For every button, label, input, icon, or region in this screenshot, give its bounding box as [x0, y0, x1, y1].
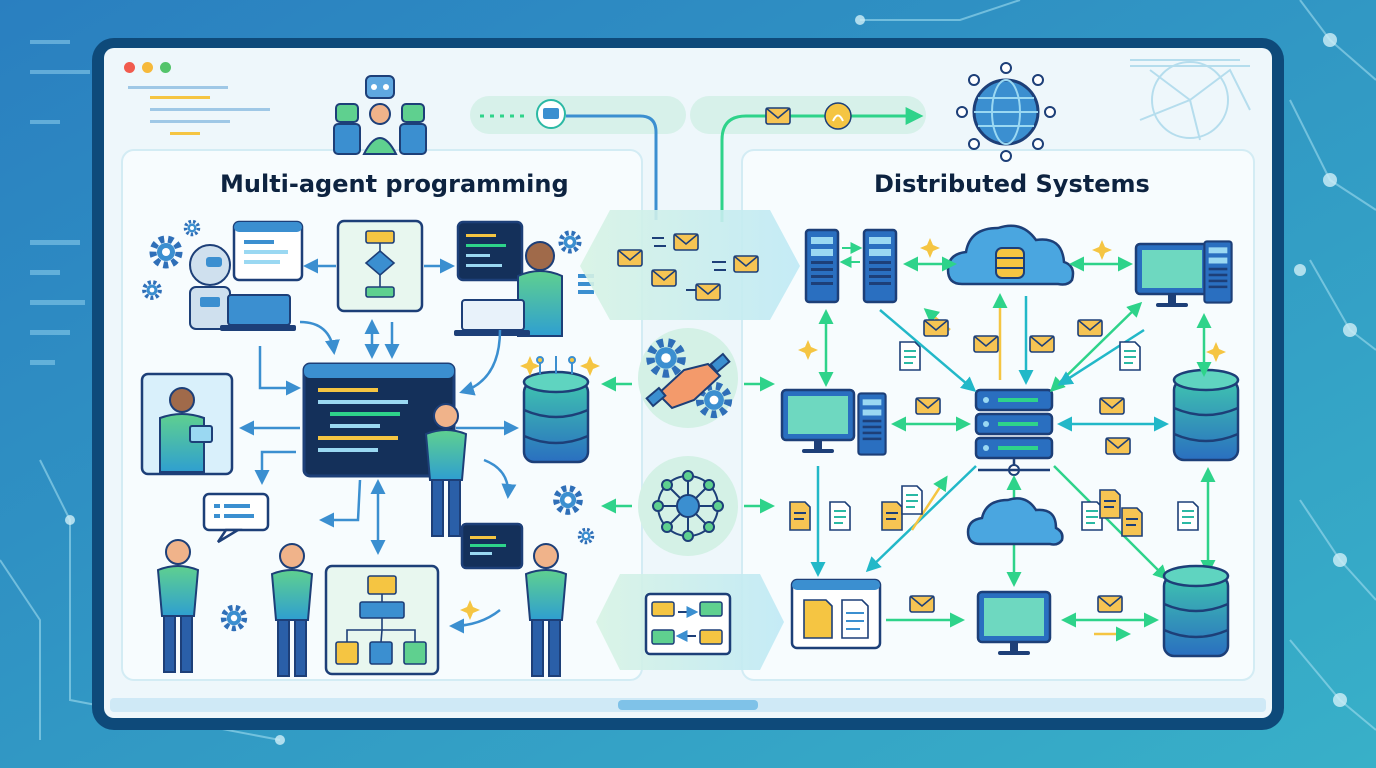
robot-laptop-icon: [189, 244, 296, 331]
envelope-icon: [1077, 319, 1103, 337]
window-minimize-dot[interactable]: [142, 62, 153, 73]
envelope-icon: [923, 319, 949, 337]
cloud-database-icon: [946, 224, 1075, 286]
document-icon: [829, 501, 851, 531]
server-icon: [857, 392, 887, 456]
server-icon: [862, 228, 898, 304]
database-icon: [522, 370, 590, 464]
document-icon: [1081, 501, 1103, 531]
envelope-icon: [673, 233, 699, 251]
document-icon: [1119, 341, 1141, 371]
code-lines-decoration: [128, 86, 270, 135]
envelope-icon: [1029, 335, 1055, 353]
central-code-editor-icon: [302, 362, 456, 478]
envelope-icon: [695, 283, 721, 301]
message-exchange-band: [580, 210, 800, 320]
document-window-icon: [790, 578, 882, 650]
handshake-icon: [638, 328, 738, 428]
envelope-icon: [973, 335, 999, 353]
envelope-icon: [617, 249, 643, 267]
network-hub-icon: [638, 456, 738, 556]
document-icon: [1121, 507, 1143, 537]
faint-network-decoration: [1130, 59, 1251, 141]
code-editor-icon: [460, 522, 524, 570]
left-panel-title: Multi-agent programming: [220, 170, 569, 198]
document-icon: [901, 485, 923, 515]
document-icon: [1099, 489, 1121, 519]
chat-bubble-icon: [536, 99, 566, 129]
envelope-icon: [915, 397, 941, 415]
robot-team-icon: [333, 75, 427, 155]
document-icon: [789, 501, 811, 531]
envelope-icon: [765, 107, 791, 125]
database-icon: [1162, 564, 1230, 658]
central-server-icon: [974, 388, 1054, 476]
hierarchy-chart-icon: [324, 564, 440, 676]
envelope-icon: [651, 269, 677, 287]
signal-icon: [824, 102, 852, 130]
cloud-icon: [966, 497, 1064, 546]
document-icon: [899, 341, 921, 371]
person-tablet-icon: [140, 372, 234, 476]
person-laptop-icon: [454, 241, 563, 337]
database-icon: [1172, 368, 1240, 462]
envelope-icon: [909, 595, 935, 613]
window-maximize-dot[interactable]: [160, 62, 171, 73]
network-sparkle-icon: [536, 356, 576, 374]
document-icon: [881, 501, 903, 531]
window-close-dot[interactable]: [124, 62, 135, 73]
data-transfer-icon: [596, 574, 784, 670]
server-icon: [804, 228, 840, 304]
right-panel-title: Distributed Systems: [874, 170, 1150, 198]
scroll-handle: [618, 700, 758, 710]
document-icon: [1177, 501, 1199, 531]
server-icon: [1203, 240, 1233, 304]
globe-network-icon: [956, 62, 1056, 162]
envelope-icon: [733, 255, 759, 273]
envelope-icon: [1099, 397, 1125, 415]
code-editor-icon: [456, 220, 524, 282]
speech-bubble-icon: [202, 492, 270, 544]
sparkle-decoration: [460, 238, 1226, 620]
code-window-icon: [232, 220, 304, 282]
left-flow-arrows: [239, 258, 519, 634]
flowchart-icon: [336, 219, 424, 313]
envelope-icon: [1097, 595, 1123, 613]
envelope-icon: [1105, 437, 1131, 455]
